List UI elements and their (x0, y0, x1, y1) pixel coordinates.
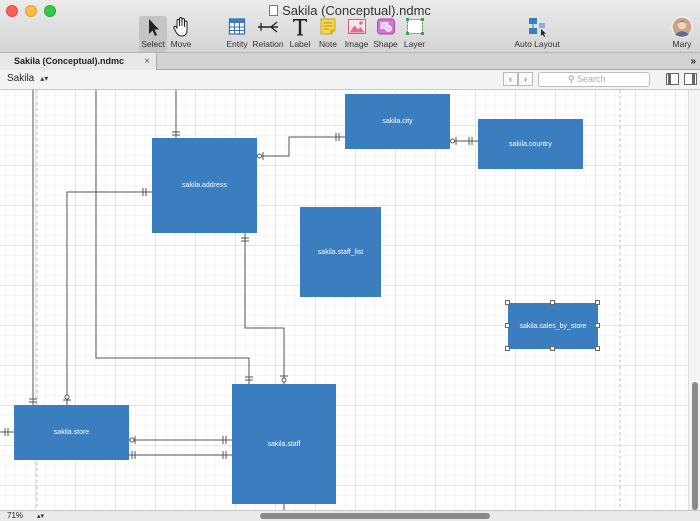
arrow-cursor-icon (149, 19, 159, 36)
tab-close-icon[interactable]: × (144, 56, 150, 67)
resize-handle-bottom-right[interactable] (595, 346, 600, 351)
resize-handle-right[interactable] (595, 323, 600, 328)
back-button[interactable]: ‹ (503, 72, 518, 86)
entity-label: sakila.store (53, 429, 90, 436)
tab-bar: Sakila (Conceptual).ndmc × » (0, 53, 700, 70)
entity-sakila-staff[interactable]: sakila.staff (232, 384, 336, 504)
note-tool-button[interactable]: Note (316, 16, 340, 52)
minimize-window-button[interactable] (25, 5, 37, 17)
resize-handle-top-right[interactable] (595, 300, 600, 305)
document-icon (269, 5, 279, 16)
resize-handle-left[interactable] (505, 323, 510, 328)
entity-tool-label: Entity (226, 39, 248, 49)
entity-sakila-store[interactable]: sakila.store (14, 405, 129, 460)
entity-label: sakila.staff_list (317, 248, 364, 256)
avatar-icon (671, 16, 693, 38)
up-down-chevron-icon: ▴▾ (40, 74, 49, 83)
layer-icon (405, 18, 424, 35)
image-tool-button[interactable]: Image (343, 16, 370, 52)
forward-button[interactable]: › (518, 72, 533, 86)
tab-sakila-conceptual[interactable]: Sakila (Conceptual).ndmc × (0, 53, 157, 70)
entity-label: sakila.sales_by_store (519, 322, 587, 330)
entity-sakila-sales-by-store[interactable]: sakila.sales_by_store (508, 303, 598, 349)
select-tool-button[interactable]: Select (139, 16, 167, 52)
search-field[interactable]: ⚲ Search (538, 72, 650, 87)
schema-selector[interactable]: Sakila ▴▾ (7, 73, 48, 84)
entity-tool-button[interactable]: Entity (224, 16, 250, 52)
relation-tool-button[interactable]: Relation (252, 16, 284, 52)
entity-sakila-address[interactable]: sakila.address (152, 138, 257, 233)
image-tool-label: Image (344, 39, 369, 49)
horizontal-scroll-thumb[interactable] (260, 513, 490, 519)
vertical-scrollbar[interactable] (688, 90, 700, 510)
tab-label: Sakila (Conceptual).ndmc (14, 56, 125, 66)
status-bar: 71% ▴▾ (0, 510, 700, 521)
layer-tool-label: Layer (403, 39, 426, 49)
text-t-icon (293, 19, 307, 36)
navigation-bar: Sakila ▴▾ ‹ › ⚲ Search (0, 70, 700, 90)
relation-tool-label: Relation (252, 39, 284, 49)
resize-handle-top-left[interactable] (505, 300, 510, 305)
shape-icon (376, 18, 395, 35)
toggle-left-panel-button[interactable] (666, 73, 679, 85)
right-panel-icon (692, 74, 695, 84)
resize-handle-top[interactable] (550, 300, 555, 305)
zoom-level: 71% (7, 511, 24, 520)
entity-label: sakila.city (382, 118, 413, 125)
window-title: Sakila (Conceptual).ndmc (282, 3, 431, 18)
resize-handle-bottom[interactable] (550, 346, 555, 351)
auto-layout-icon (529, 18, 546, 37)
up-down-chevron-icon: ▴▾ (37, 513, 45, 520)
move-tool-label: Move (170, 39, 192, 49)
toggle-right-panel-button[interactable] (684, 73, 697, 85)
move-tool-button[interactable]: Move (168, 16, 194, 52)
table-icon (228, 18, 246, 35)
auto-layout-label: Auto Layout (514, 39, 560, 49)
label-tool-label: Label (289, 39, 311, 49)
entity-sakila-staff-list[interactable]: sakila.staff_list (300, 207, 381, 297)
relation-lines (0, 90, 621, 510)
entity-label: sakila.country (509, 140, 552, 148)
tab-overflow-icon[interactable]: » (690, 56, 696, 67)
user-account-button[interactable]: Mary (668, 16, 696, 52)
label-tool-button[interactable]: Label (288, 16, 312, 52)
window-title-area: Sakila (Conceptual).ndmc (0, 3, 700, 18)
user-name: Mary (672, 39, 692, 49)
left-panel-icon (668, 74, 671, 84)
entity-label: sakila.address (182, 182, 227, 189)
shape-tool-label: Shape (373, 39, 398, 49)
entity-label: sakila.staff (267, 440, 301, 448)
diagram-canvas[interactable]: sakila.address sakila.city sakila.countr… (0, 90, 688, 510)
relation-line-icon (258, 21, 278, 33)
window-controls (6, 5, 56, 17)
close-window-button[interactable] (6, 5, 18, 17)
sticky-note-icon (320, 18, 336, 35)
note-tool-label: Note (319, 39, 337, 49)
hand-icon (173, 16, 188, 37)
auto-layout-button[interactable]: Auto Layout (512, 16, 562, 52)
entity-sakila-country[interactable]: sakila.country (478, 119, 583, 169)
zoom-window-button[interactable] (44, 5, 56, 17)
picture-icon (347, 19, 366, 34)
history-buttons: ‹ › (503, 72, 533, 86)
layer-tool-button[interactable]: Layer (401, 16, 428, 52)
zoom-selector[interactable]: 71% ▴▾ (7, 511, 44, 521)
resize-handle-bottom-left[interactable] (505, 346, 510, 351)
schema-name: Sakila (7, 73, 35, 84)
select-tool-label: Select (141, 39, 165, 49)
window-titlebar: Sakila (Conceptual).ndmc Select Move Ent… (0, 0, 700, 53)
search-icon: ⚲ (568, 74, 575, 84)
shape-tool-button[interactable]: Shape (372, 16, 399, 52)
entity-sakila-city[interactable]: sakila.city (345, 94, 450, 149)
vertical-scroll-thumb[interactable] (692, 382, 698, 510)
search-placeholder: Search (577, 74, 606, 84)
